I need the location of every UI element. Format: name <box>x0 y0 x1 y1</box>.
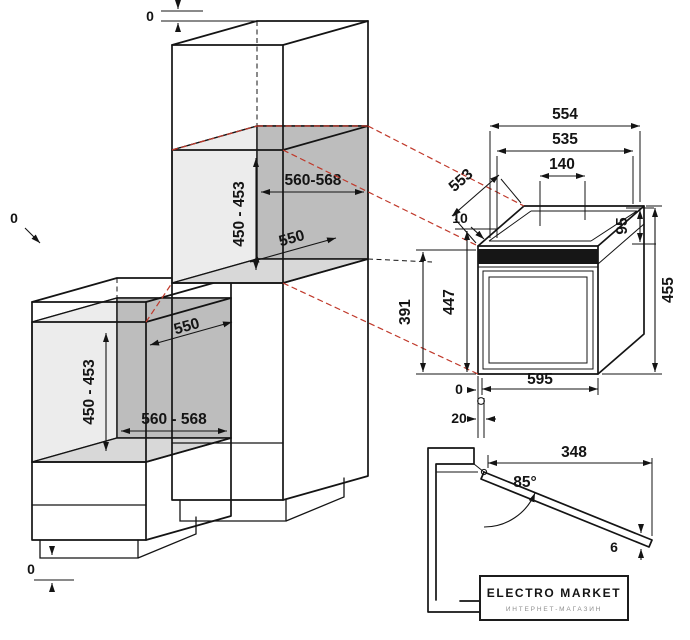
ext-455 <box>602 205 662 375</box>
dim-angle-label: 85° <box>513 474 536 491</box>
base-dim-width-label: 560 - 568 <box>141 411 207 428</box>
red-alignment-lines <box>145 125 525 375</box>
tall-zero-ticks <box>161 10 257 22</box>
angle-arc <box>483 492 536 528</box>
dim-0-label: 0 <box>455 381 463 397</box>
front-offset-datum <box>477 397 485 405</box>
dim-553-label: 553 <box>446 165 477 195</box>
dim-95-label: 95 <box>614 217 631 235</box>
dim-348-label: 348 <box>561 444 587 461</box>
logo: ELECTRO MARKET ИНТЕРНЕТ-МАГАЗИН <box>479 575 629 621</box>
ext-348 <box>487 455 653 536</box>
dim-535-label: 535 <box>552 131 578 148</box>
base-dim-depth-label: 550 <box>172 315 201 338</box>
tall-zero-top-label: 0 <box>146 8 154 24</box>
tall-niche-opening <box>171 125 369 284</box>
open-door-panel <box>480 471 653 548</box>
side-zero-label: 0 <box>10 210 18 226</box>
dim-140-label: 140 <box>549 156 575 173</box>
built-in-oven <box>477 205 645 375</box>
oven-panel-side-line <box>478 223 645 268</box>
tall-plinth <box>179 477 345 522</box>
dim-391-label: 391 <box>397 299 414 325</box>
tall-dim-depth-label: 550 <box>277 227 306 250</box>
hinge-bracket <box>436 463 485 473</box>
base-dim-height-label: 450 - 453 <box>81 359 98 425</box>
oven-door-outer <box>482 270 594 370</box>
tall-dim-width-label: 560-568 <box>285 172 342 189</box>
base-cabinet-dimensions: 550 560 - 568 450 - 453 0 <box>27 315 233 592</box>
dim-553-arrow <box>451 174 500 217</box>
oven-top-inset <box>488 210 638 242</box>
door-detail-profile <box>427 447 489 613</box>
tall-cabinet-dimensions: 560-568 550 450 - 453 0 0 <box>10 0 364 270</box>
base-plinth <box>39 516 197 559</box>
dim-10-label: 10 <box>452 210 468 226</box>
projection-line <box>367 258 433 263</box>
dim-6-label: 6 <box>610 539 618 555</box>
ext-140 <box>539 181 586 226</box>
dim-554-label: 554 <box>552 106 578 123</box>
hinge-pivot <box>480 468 488 476</box>
base-dim-depth-arrow <box>149 321 233 346</box>
door-opening-detail: 348 85° 6 <box>427 444 653 613</box>
tall-dim-depth-arrow <box>249 237 337 263</box>
dim-595-label: 595 <box>527 371 553 388</box>
dim-447-label: 447 <box>441 289 458 315</box>
base-niche-opening <box>31 297 232 463</box>
oven-dimensions: 554 535 140 553 10 95 455 391 447 <box>397 106 677 438</box>
dim-20-label: 20 <box>451 410 467 426</box>
front-offset-lines <box>477 376 485 438</box>
dim-455-label: 455 <box>660 277 677 303</box>
logo-title: ELECTRO MARKET <box>487 586 621 600</box>
base-zero-label: 0 <box>27 561 35 577</box>
tall-dim-height-label: 450 - 453 <box>231 181 248 247</box>
oven-control-panel <box>478 249 598 264</box>
side-zero-leader <box>24 227 41 244</box>
logo-subtitle: ИНТЕРНЕТ-МАГАЗИН <box>506 606 602 613</box>
logo-frame <box>479 575 629 621</box>
oven-door-inner <box>488 276 588 364</box>
